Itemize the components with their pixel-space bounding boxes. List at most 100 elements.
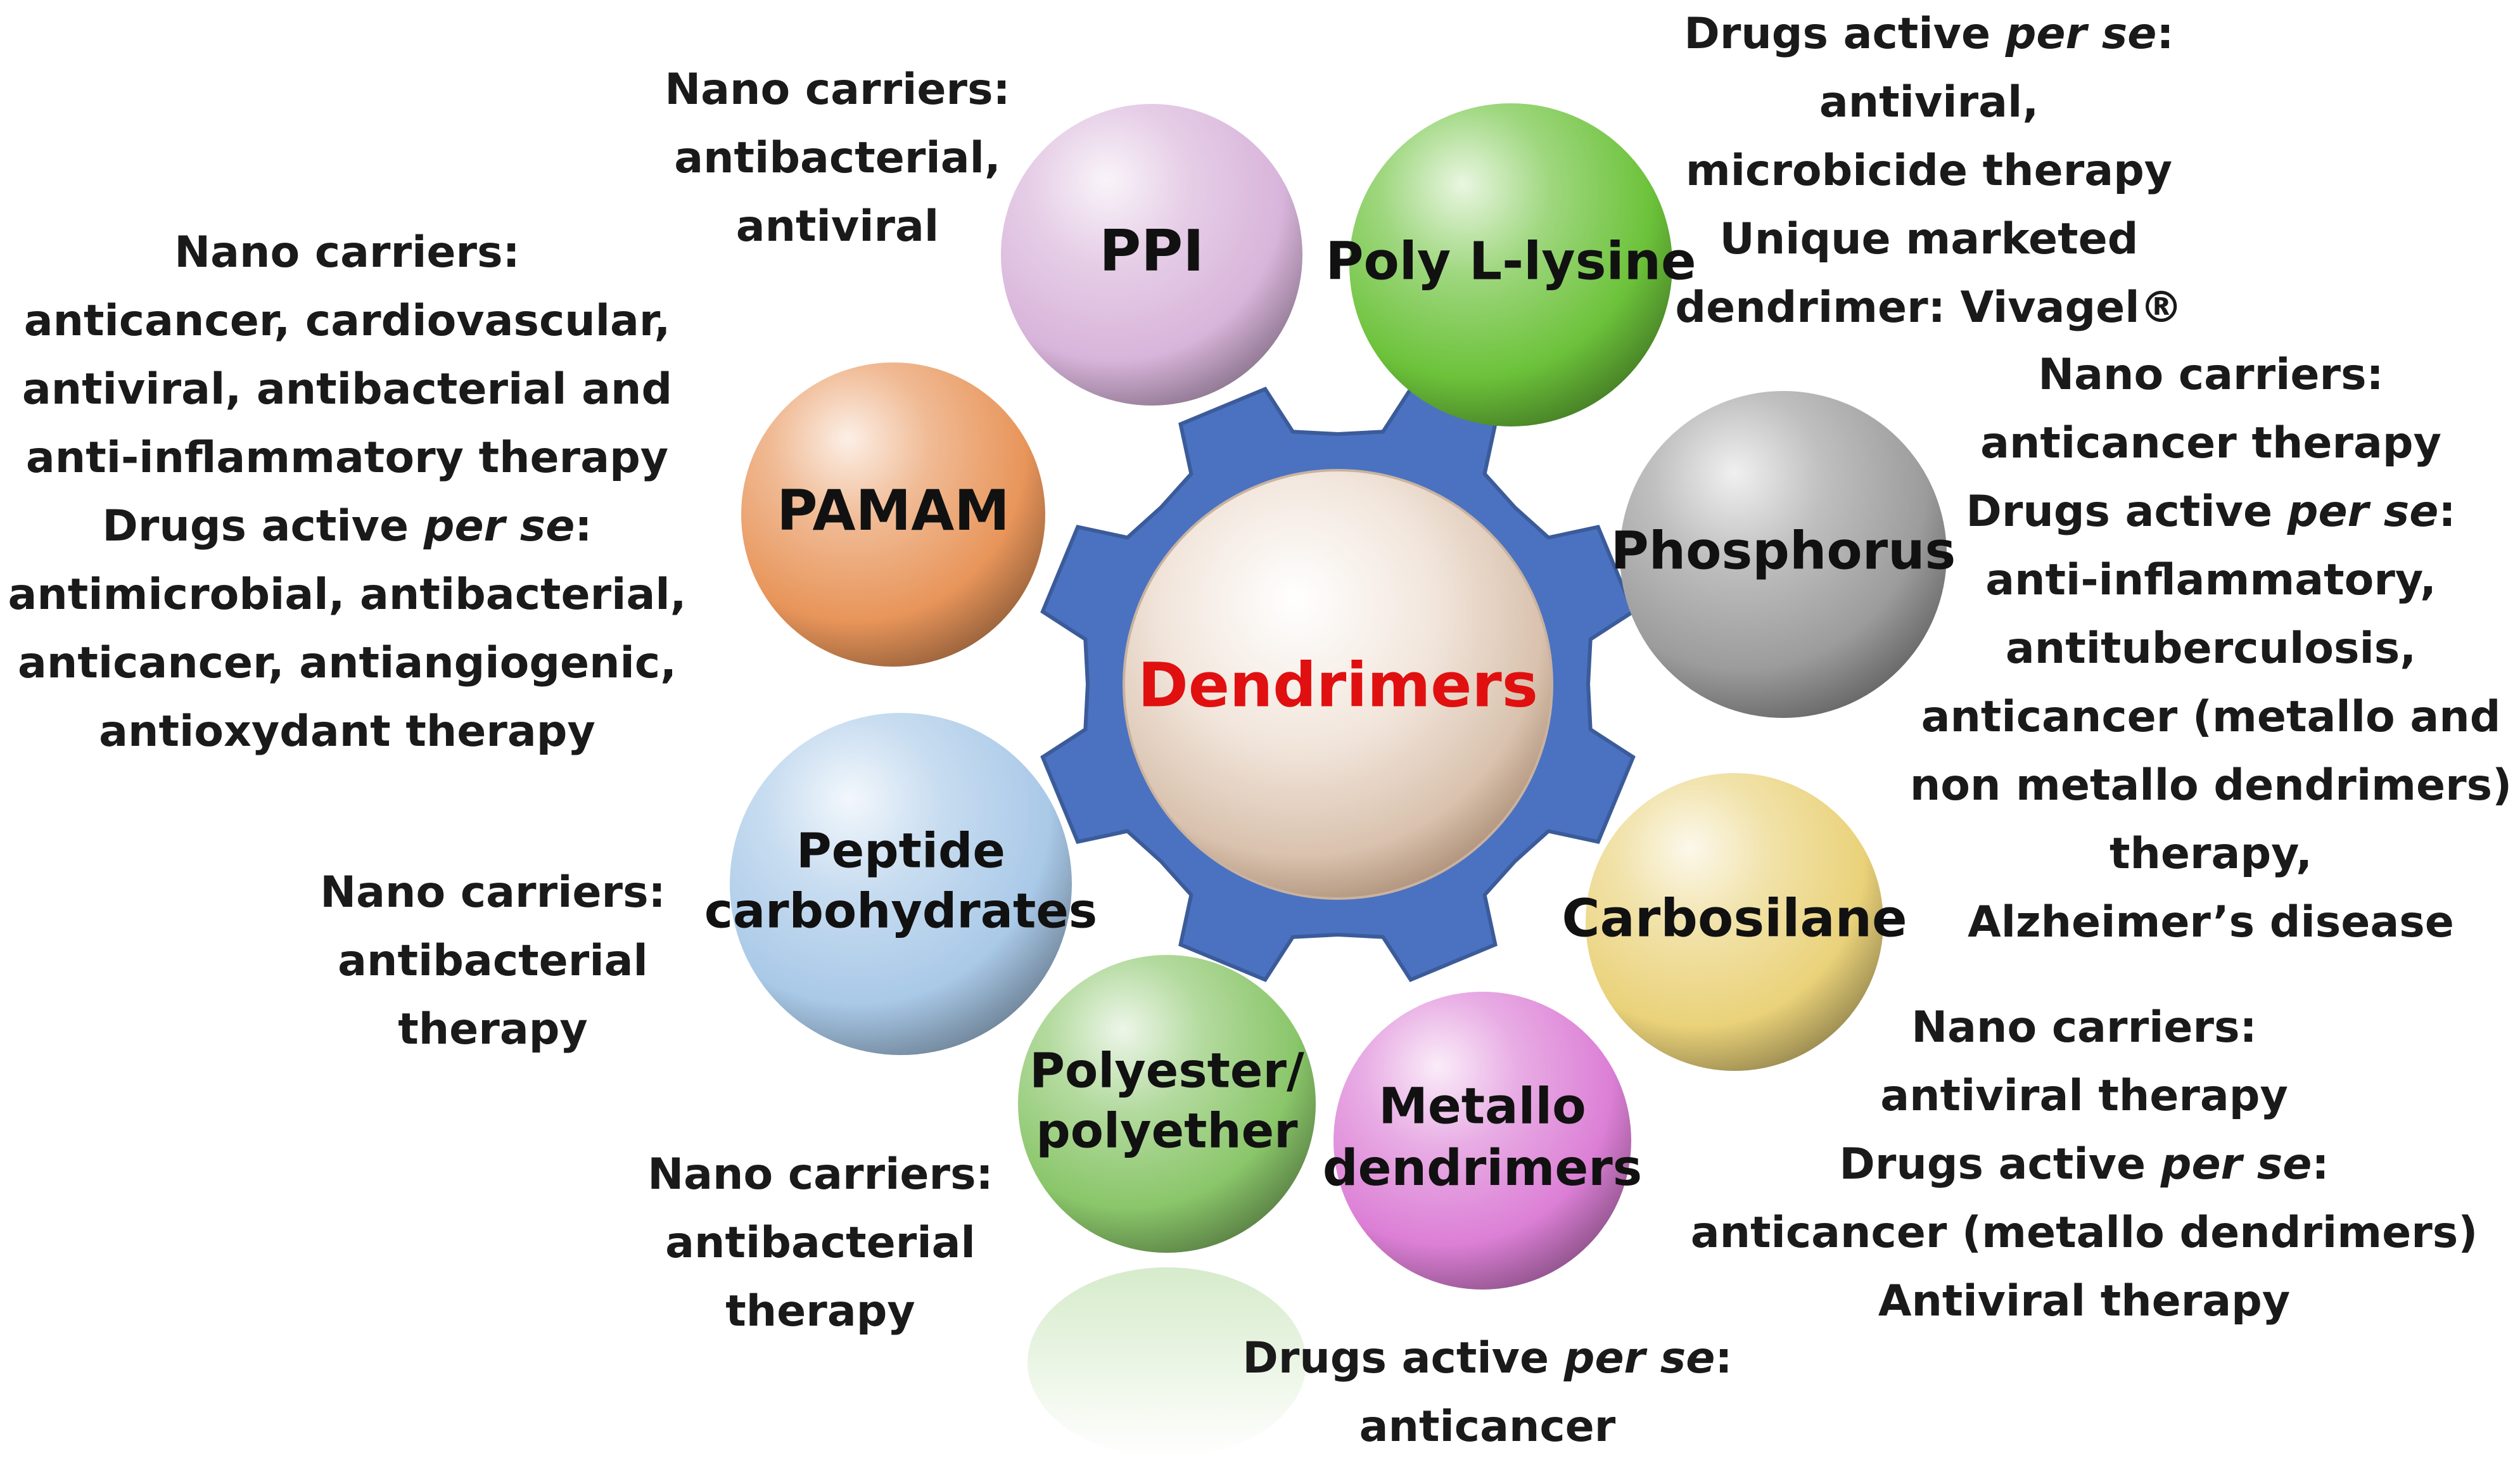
- node-polylysine: Poly L-lysine: [1325, 103, 1696, 426]
- annotation-italic-text: per se: [423, 501, 575, 551]
- annotation-line: non metallo dendrimers): [1910, 752, 2512, 820]
- annotation-line: antibacterial,: [665, 124, 1010, 193]
- annotation-line: Alzheimer’s disease: [1910, 888, 2512, 957]
- sphere-reflection: [1028, 1267, 1306, 1457]
- node-phosphorus: Phosphorus: [1611, 391, 1956, 718]
- annotation-line: Drugs active per se:: [1675, 0, 2182, 68]
- annotation-line: Nano carriers:: [665, 56, 1010, 124]
- annotation-text: :: [575, 501, 592, 551]
- annotation-text: therapy,: [2109, 829, 2312, 879]
- annotation-line: Drugs active per se:: [1242, 1324, 1732, 1393]
- annotation-text: dendrimer: Vivagel®: [1675, 283, 2183, 333]
- annotation-line: Drugs active per se:: [1910, 478, 2512, 546]
- annotation-text: anticancer, cardiovascular,: [23, 296, 671, 346]
- node-sphere: [1018, 955, 1316, 1253]
- annotation-line: Nano carriers:: [8, 219, 687, 287]
- annotation-text: Unique marketed: [1719, 214, 2139, 264]
- annotation-text: Drugs active: [102, 501, 424, 551]
- annotation-line: anticancer therapy: [1910, 409, 2512, 478]
- annotation-text: anticancer: [1359, 1402, 1616, 1452]
- annotation-polylysine: Drugs active per se: antiviral, microbicid…: [1675, 0, 2182, 342]
- annotation-line: anti-inflammatory,: [1910, 546, 2512, 615]
- node-label: Carbosilane: [1562, 888, 1907, 949]
- annotation-line: Antiviral therapy: [1691, 1267, 2478, 1336]
- annotation-text: anticancer, antiangiogenic,: [18, 638, 677, 688]
- annotation-text: antiviral,: [1819, 77, 2039, 127]
- annotation-text: antituberculosis,: [2005, 624, 2417, 674]
- annotation-text: Antiviral therapy: [1878, 1276, 2291, 1326]
- annotation-line: dendrimer: Vivagel®: [1675, 274, 2182, 342]
- annotation-text: Alzheimer’s disease: [1968, 897, 2454, 947]
- annotation-text: Drugs active: [1684, 9, 2006, 59]
- annotation-text: Nano carriers:: [647, 1149, 993, 1200]
- annotation-text: anticancer (metallo and: [1921, 692, 2501, 742]
- annotation-line: Unique marketed: [1675, 205, 2182, 274]
- annotation-text: antimicrobial, antibacterial,: [8, 570, 687, 620]
- center-sphere: [1123, 469, 1553, 900]
- annotation-line: Drugs active per se:: [1691, 1130, 2478, 1199]
- node-label: polyether: [1036, 1102, 1298, 1158]
- annotation-text: :: [2156, 9, 2174, 59]
- node-sphere: [741, 362, 1045, 667]
- annotation-line: antiviral, antibacterial and: [8, 355, 687, 424]
- node-ppi: PPI: [1001, 104, 1302, 406]
- annotation-line: antiviral therapy: [1691, 1062, 2478, 1130]
- annotation-line: anticancer: [1242, 1393, 1732, 1461]
- annotation-text: antioxydant therapy: [99, 707, 595, 757]
- center-label: Dendrimers: [1138, 650, 1538, 720]
- annotation-line: Drugs active per se:: [8, 492, 687, 561]
- annotation-text: antibacterial: [665, 1218, 976, 1268]
- annotation-line: anti-inflammatory therapy: [8, 424, 687, 492]
- annotation-text: Nano carriers:: [174, 227, 520, 278]
- annotation-line: antituberculosis,: [1910, 615, 2512, 683]
- annotation-italic-text: per se: [2160, 1139, 2312, 1189]
- annotation-text: Nano carriers:: [320, 868, 666, 918]
- node-sphere: [1333, 992, 1631, 1290]
- annotation-line: Nano carriers:: [1910, 341, 2512, 409]
- node-pamam: PAMAM: [741, 362, 1045, 667]
- annotation-italic-text: per se: [1563, 1333, 1715, 1383]
- annotation-peptide: Nano carriers: antibacterial therapy: [320, 859, 666, 1064]
- annotation-text: Drugs active: [1242, 1333, 1564, 1383]
- annotation-text: antiviral, antibacterial and: [22, 364, 673, 414]
- node-label: PPI: [1099, 218, 1204, 285]
- node-sphere: [1349, 103, 1672, 426]
- annotation-line: therapy: [320, 996, 666, 1064]
- annotation-italic-text: per se: [2005, 9, 2157, 59]
- annotation-text: Nano carriers:: [1911, 1002, 2257, 1053]
- node-label: dendrimers: [1323, 1140, 1642, 1197]
- annotation-text: Drugs active: [1966, 487, 2288, 537]
- node-label: Polyester/: [1029, 1042, 1304, 1098]
- annotation-pamam: Nano carriers: anticancer, cardiovascular…: [8, 219, 687, 766]
- annotation-line: antiviral: [665, 193, 1010, 261]
- annotation-line: therapy: [647, 1277, 993, 1346]
- annotation-line: therapy,: [1910, 820, 2512, 888]
- annotation-text: anti-inflammatory,: [1985, 555, 2436, 605]
- annotation-text: :: [2312, 1139, 2329, 1189]
- annotation-italic-text: per se: [2287, 487, 2439, 537]
- node-sphere: [1586, 773, 1883, 1071]
- node-label: Peptide: [796, 822, 1005, 878]
- annotation-line: antibacterial: [320, 927, 666, 996]
- annotation-text: :: [2438, 487, 2456, 537]
- node-sphere: [730, 713, 1072, 1055]
- annotation-line: Nano carriers:: [647, 1141, 993, 1209]
- annotation-line: antibacterial: [647, 1209, 993, 1277]
- annotation-text: microbicide therapy: [1685, 146, 2173, 196]
- node-label: carbohydrates: [704, 882, 1097, 938]
- annotation-line: anticancer (metallo dendrimers): [1691, 1199, 2478, 1267]
- node-polyester: Polyester/polyether: [1018, 955, 1316, 1253]
- node-carbosilane: Carbosilane: [1562, 773, 1907, 1071]
- annotation-text: anti-inflammatory therapy: [25, 433, 669, 483]
- annotation-text: Drugs active: [1839, 1139, 2161, 1189]
- annotation-text: therapy: [398, 1004, 588, 1054]
- node-label: Phosphorus: [1611, 521, 1956, 581]
- annotation-text: antiviral: [735, 202, 939, 252]
- node-label: Metallo: [1378, 1079, 1586, 1136]
- annotation-text: antibacterial: [338, 936, 648, 986]
